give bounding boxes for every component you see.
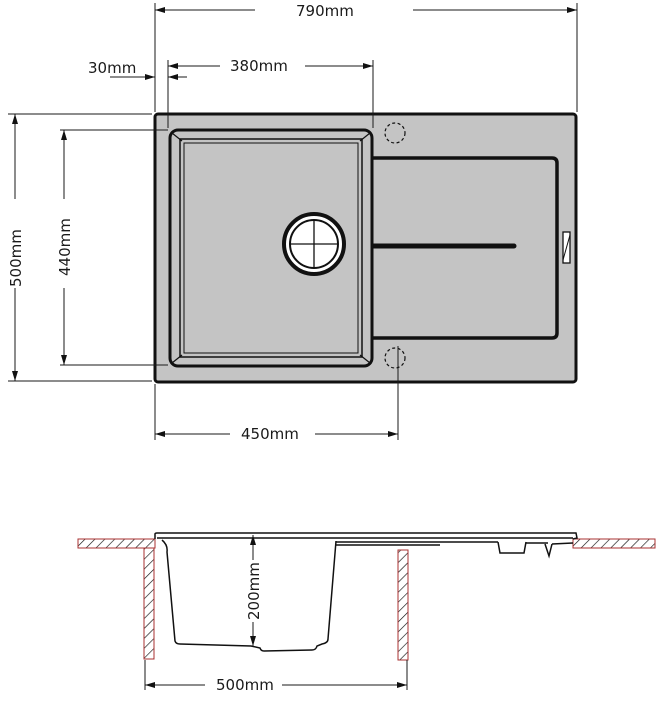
- dim-overall-depth: 500mm: [7, 229, 25, 287]
- overflow-slot-icon: [562, 231, 571, 264]
- dim-bowl-width: 380mm: [230, 57, 288, 75]
- dim-bowl-height: 200mm: [245, 562, 263, 620]
- cabinet-wall-left: [143, 547, 155, 660]
- dim-overall-width: 790mm: [296, 2, 354, 20]
- dim-cabinet-min: 450mm: [241, 425, 299, 443]
- worktop-right: [572, 538, 656, 549]
- sink-profile: [154, 532, 578, 652]
- dim-cabinet-width: 500mm: [216, 676, 274, 694]
- worktop-left: [77, 538, 156, 549]
- tap-hole-bottom-icon: [384, 347, 406, 369]
- drain-waste-icon: [282, 212, 346, 276]
- dim-edge-offset: 30mm: [88, 59, 136, 77]
- drainer: [370, 156, 571, 340]
- side-view: 200mm 500mm: [77, 532, 656, 694]
- top-view: 790mm 380mm 30mm 500mm 440mm 450mm: [7, 2, 578, 443]
- cabinet-wall-right: [397, 549, 409, 661]
- tap-hole-top-icon: [384, 122, 406, 144]
- dim-bowl-depth: 440mm: [56, 218, 74, 276]
